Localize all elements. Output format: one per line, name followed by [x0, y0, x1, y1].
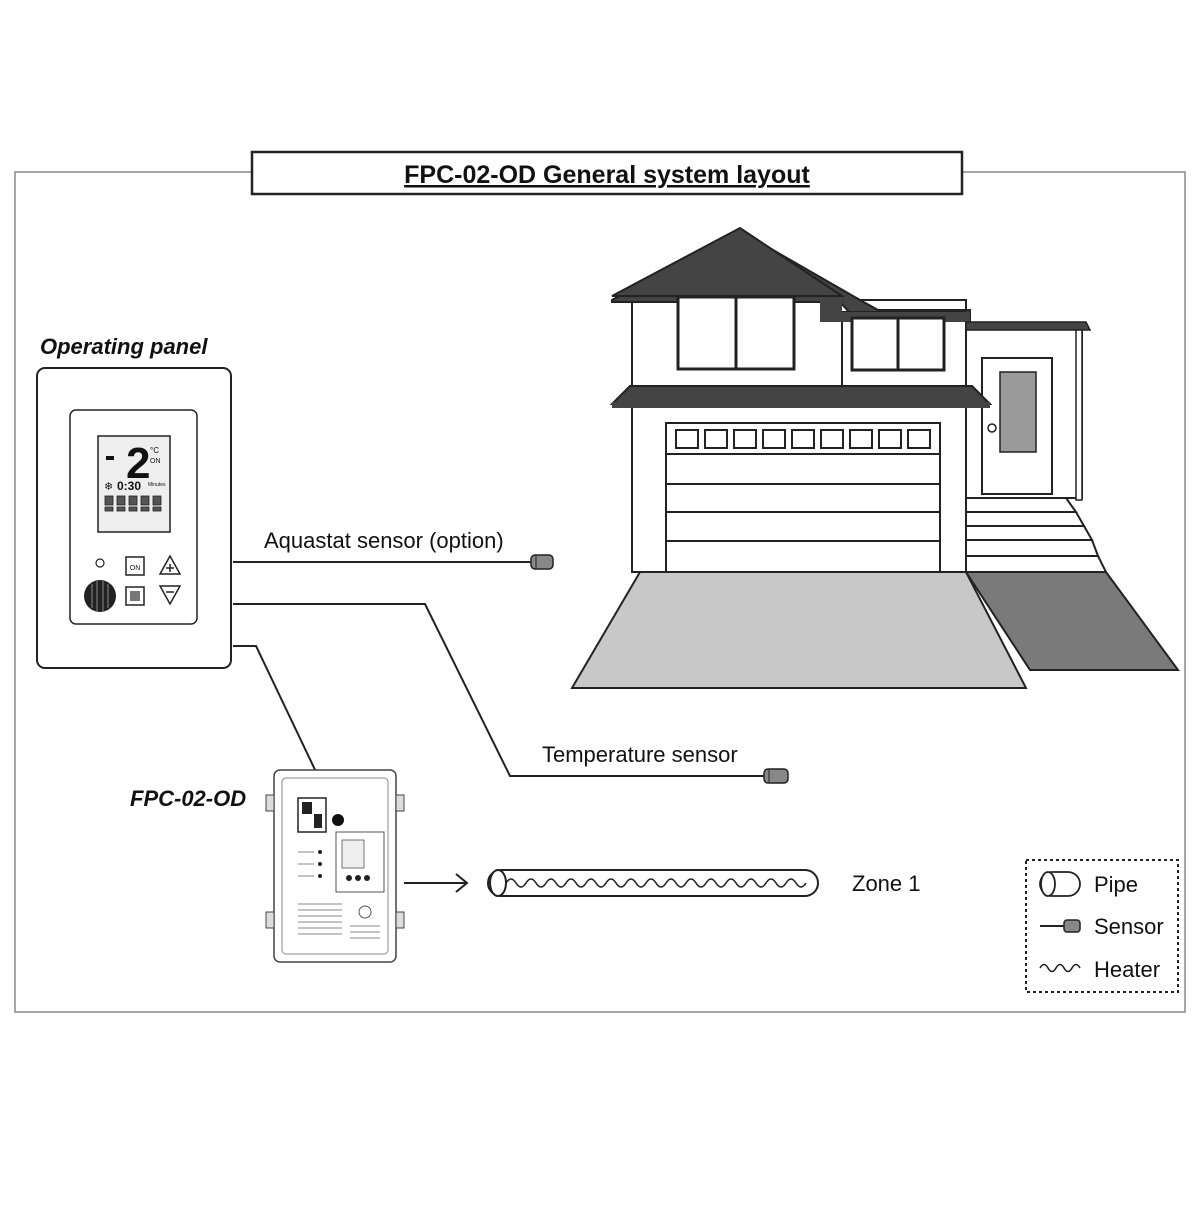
lcd-digit: 2	[126, 439, 150, 488]
on-button-label: ON	[130, 565, 141, 572]
zone-pipe	[487, 869, 819, 897]
upper-window-right	[850, 316, 946, 372]
controller-connection-point	[332, 814, 344, 826]
temperature-sensor-label: Temperature sensor	[542, 742, 738, 767]
controller-wire	[233, 645, 339, 819]
legend-sensor-label: Sensor	[1094, 914, 1164, 939]
garage-roof	[609, 385, 993, 405]
operating-panel-label: Operating panel	[40, 334, 208, 359]
indicator-led	[95, 558, 105, 568]
temperature-wire	[233, 603, 764, 777]
panel-mode-button[interactable]	[125, 586, 145, 606]
driveway	[570, 571, 1028, 689]
wires	[233, 561, 764, 819]
panel-up-button[interactable]	[158, 554, 182, 575]
diagram-title: FPC-02-OD General system layout	[404, 161, 810, 189]
speaker-grille	[84, 580, 116, 612]
lcd-minutes: Minutes	[148, 482, 166, 488]
sensor-icon	[1040, 919, 1081, 933]
lcd-time: 0:30	[117, 479, 141, 493]
upper-window-left	[676, 295, 796, 371]
legend-heater-label: Heater	[1094, 957, 1160, 982]
zone-heater-cable	[505, 878, 807, 888]
snowflake-icon: ❄	[104, 481, 113, 493]
controller-box	[265, 769, 405, 963]
panel-on-button[interactable]: ON	[125, 556, 145, 576]
front-steps	[965, 497, 1108, 573]
lcd-unit-on: ON	[150, 458, 161, 465]
controller-label: FPC-02-OD	[130, 786, 246, 811]
legend-pipe-label: Pipe	[1094, 872, 1138, 897]
panel-down-button[interactable]	[158, 585, 182, 606]
garage-door-windows	[675, 429, 931, 449]
operating-panel: 2 °C ON ❄ 0:30 Minutes	[36, 367, 232, 669]
aquastat-sensor-label: Aquastat sensor (option)	[264, 528, 504, 553]
title-box: FPC-02-OD General system layout	[250, 150, 964, 196]
lcd-zone-icons	[104, 495, 162, 512]
zone-label: Zone 1	[852, 871, 921, 896]
lcd-screen	[97, 435, 171, 533]
temperature-sensor-icon	[763, 768, 789, 784]
zone-arrow	[404, 873, 469, 893]
house-illustration	[570, 226, 1180, 689]
heater-icon	[1039, 963, 1081, 973]
legend: Pipe Sensor Heater	[1025, 859, 1179, 993]
pipe-icon	[1039, 871, 1081, 897]
aquastat-sensor-icon	[530, 554, 554, 570]
lcd-unit-c: °C	[150, 446, 159, 455]
